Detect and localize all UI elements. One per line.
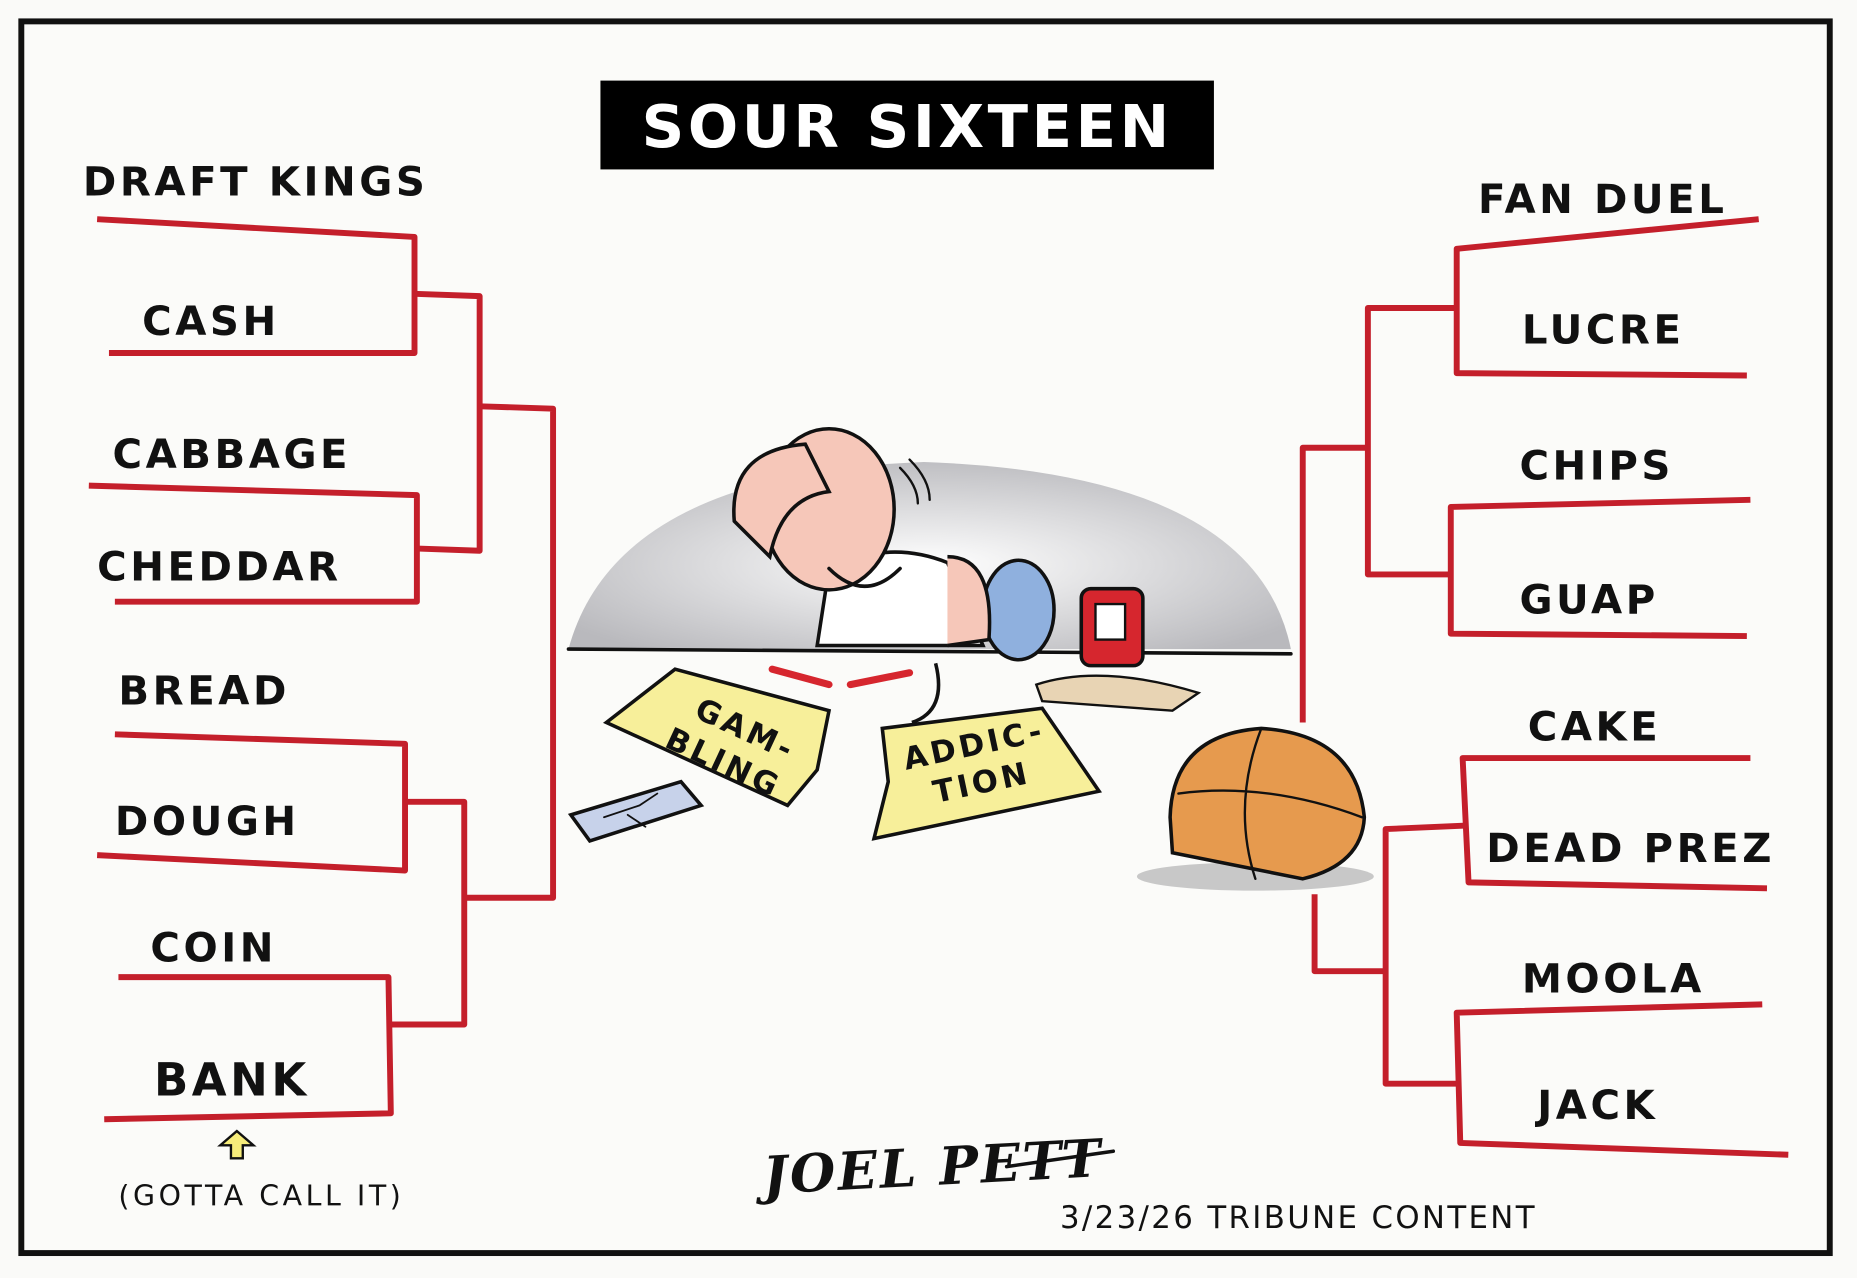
- soda-can: [1034, 586, 1202, 712]
- bracket-entry: COIN: [150, 926, 277, 972]
- cartoon-title: SOUR SIXTEEN: [642, 92, 1173, 161]
- bracket-entry: LUCRE: [1522, 308, 1685, 354]
- torn-paper-right: ADDIC- TION: [871, 706, 1103, 841]
- bracket-entry: CHEDDAR: [97, 544, 342, 590]
- deflated-basketball: [1136, 726, 1374, 891]
- cracked-phone: [567, 779, 705, 844]
- left-bracket: DRAFT KINGS CASH CABBAGE CHEDDAR BREAD D…: [83, 159, 557, 1213]
- title-banner: SOUR SIXTEEN: [600, 80, 1214, 170]
- bracket-entry: CABBAGE: [113, 432, 352, 478]
- bracket-entry: MOOLA: [1522, 957, 1705, 1003]
- left-header: DRAFT KINGS: [83, 159, 428, 205]
- right-header: FAN DUEL: [1478, 177, 1727, 223]
- up-arrow-icon: [217, 1129, 257, 1160]
- bracket-entry: CAKE: [1528, 704, 1662, 750]
- bracket-entry: JACK: [1534, 1083, 1658, 1129]
- bracket-entry: CASH: [142, 299, 280, 345]
- bracket-entry: DEAD PREZ: [1486, 826, 1775, 872]
- bracket-entry: CHIPS: [1519, 444, 1673, 490]
- bracket-entry: BREAD: [118, 669, 290, 715]
- bracket-entry: GUAP: [1519, 578, 1658, 624]
- signature-underline: [1004, 1149, 1116, 1169]
- table-edge: [566, 647, 1293, 656]
- bracket-entry: DOUGH: [115, 799, 300, 845]
- bank-note: (GOTTA CALL IT): [118, 1180, 404, 1213]
- right-bracket: FAN DUEL LUCRE CHIPS GUAP CAKE DEAD PREZ…: [1299, 177, 1789, 1158]
- gambler-figure: [732, 427, 1056, 725]
- bracket-entry: BANK: [154, 1054, 310, 1107]
- credit-line: 3/23/26 TRIBUNE CONTENT: [1060, 1200, 1537, 1236]
- center-illustration: GAM- BLING ADDIC- TION: [566, 427, 1374, 891]
- broken-pencil: [768, 665, 914, 689]
